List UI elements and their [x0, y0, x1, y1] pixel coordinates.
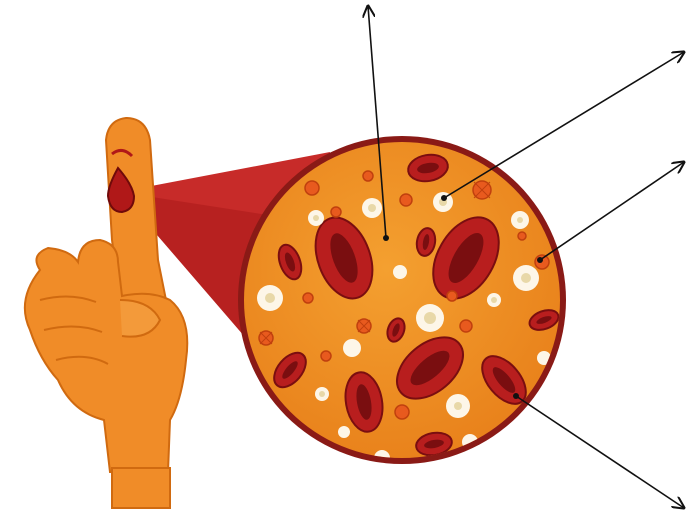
white-blood-cell [315, 387, 329, 401]
white-blood-cell [308, 210, 324, 226]
white-blood-cell [393, 265, 407, 279]
white-blood-cell [338, 426, 350, 438]
white-blood-cell [511, 211, 529, 229]
platelet [535, 395, 545, 405]
platelet [460, 320, 472, 332]
wrist [112, 468, 170, 508]
white-blood-cell-pointer [444, 52, 684, 198]
platelet [259, 331, 273, 345]
white-blood-cell [343, 339, 361, 357]
platelet [473, 181, 491, 199]
platelet-pointer [540, 162, 684, 260]
white-blood-cell [446, 394, 470, 418]
platelet [447, 291, 457, 301]
red-blood-cell-pointer [516, 396, 684, 508]
platelet [305, 181, 319, 195]
white-blood-cell [513, 265, 539, 291]
white-blood-cell [362, 198, 382, 218]
white-blood-cell [257, 285, 283, 311]
platelet [400, 194, 412, 206]
platelet [321, 351, 331, 361]
white-blood-cell [487, 293, 501, 307]
platelet [303, 293, 313, 303]
platelet [518, 232, 526, 240]
hand [25, 118, 187, 508]
platelet [363, 171, 373, 181]
white-blood-cell [416, 304, 444, 332]
palm [25, 240, 187, 472]
platelet [357, 319, 371, 333]
platelet [331, 207, 341, 217]
platelet [395, 405, 409, 419]
